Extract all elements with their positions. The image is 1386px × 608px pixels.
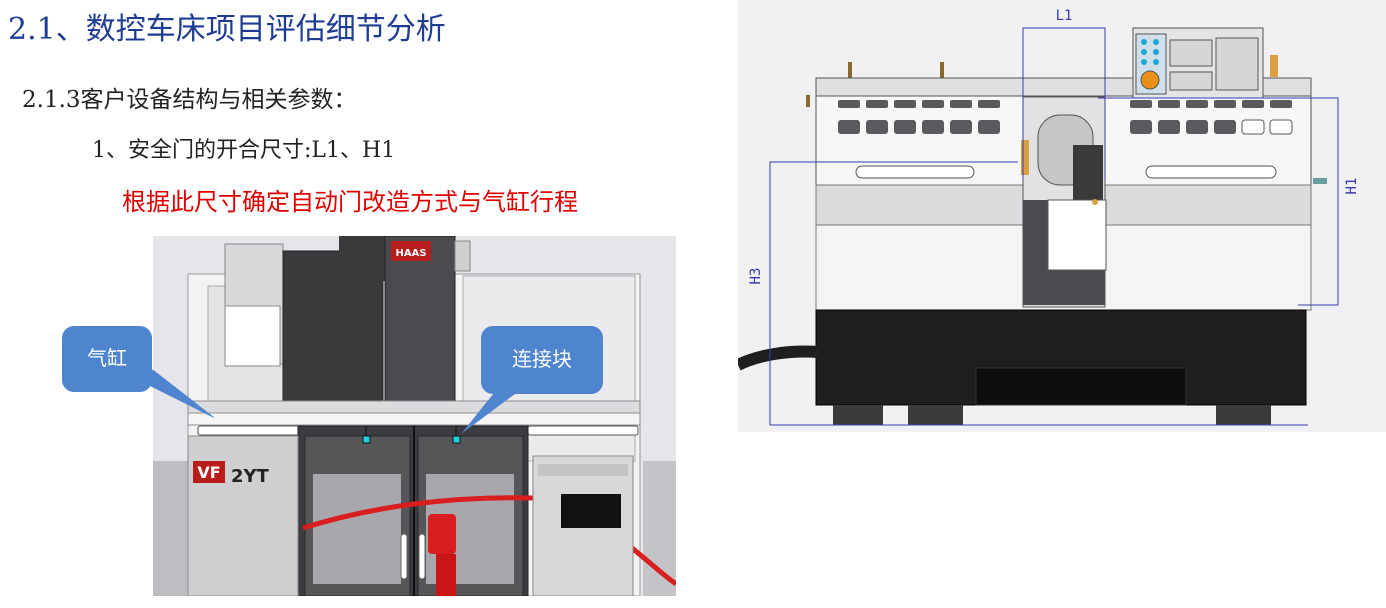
- list-item-door-dimensions: 1、安全门的开合尺寸:L1、H1: [92, 138, 396, 163]
- connector-callout-box: [481, 326, 603, 394]
- connector-callout-label: 连接块: [512, 347, 572, 371]
- highlight-note: 根据此尺寸确定自动门改造方式与气缸行程: [122, 188, 578, 216]
- lathe-cad-image: L1 H1 H3: [738, 0, 1386, 432]
- dimension-h1-label: H1: [1344, 178, 1360, 195]
- model-logo: 2YT: [231, 466, 270, 487]
- dimension-l1-label: L1: [1056, 8, 1073, 24]
- machine-front-image: HAAS VF 2YT: [153, 236, 676, 596]
- dimension-h3-label: H3: [748, 268, 764, 285]
- cylinder-callout-text: 气缸: [87, 346, 127, 370]
- cylinder-callout: 气缸: [62, 326, 214, 418]
- vf-logo: VF: [197, 463, 220, 482]
- page-title: 2.1、数控车床项目评估细节分析: [8, 12, 446, 47]
- section-subtitle: 2.1.3客户设备结构与相关参数：: [22, 87, 357, 113]
- haas-logo: HAAS: [395, 248, 426, 259]
- machine-front-drawing: HAAS VF 2YT: [153, 236, 676, 596]
- lathe-cad-drawing: L1 H1 H3: [738, 0, 1386, 432]
